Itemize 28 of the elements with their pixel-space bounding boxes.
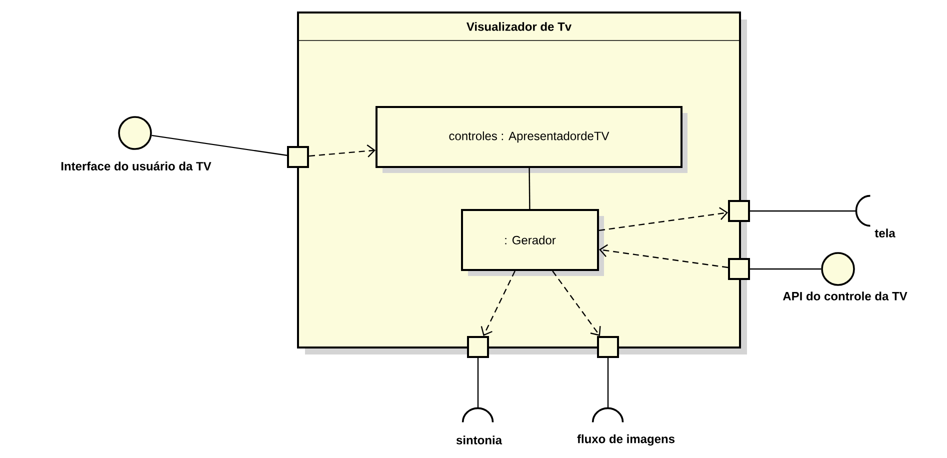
connector-line [607,358,609,408]
required-interface-socket [592,407,624,422]
dependency-arrow [480,270,516,336]
provided-interface-circle [118,116,152,150]
required-interface-socket [855,194,870,227]
port-box [467,336,489,358]
port-box [728,200,750,222]
port-box [287,146,309,168]
connector-line [528,168,530,210]
dependency-arrow [598,207,728,232]
required-interface-socket [462,407,494,422]
port-box [728,258,750,280]
interface-label: Interface do usuário da TV [61,162,212,170]
interface-label: tela [874,228,896,238]
interface-label: sintonia [456,436,502,444]
connector-line [477,358,479,408]
dependency-arrow [308,144,376,158]
provided-interface-circle [821,252,855,286]
part-box: : Gerador [461,209,604,276]
port-box [597,336,619,358]
part-box: controles : ApresentadordeTV [376,106,688,173]
connector-line [750,268,822,270]
dependency-arrow [552,270,601,336]
interface-label: API do controle da TV [782,292,908,300]
dependency-arrow [599,244,728,268]
interface-label: fluxo de imagens [577,434,675,446]
connector-line [152,134,288,156]
connector-line [750,210,856,212]
